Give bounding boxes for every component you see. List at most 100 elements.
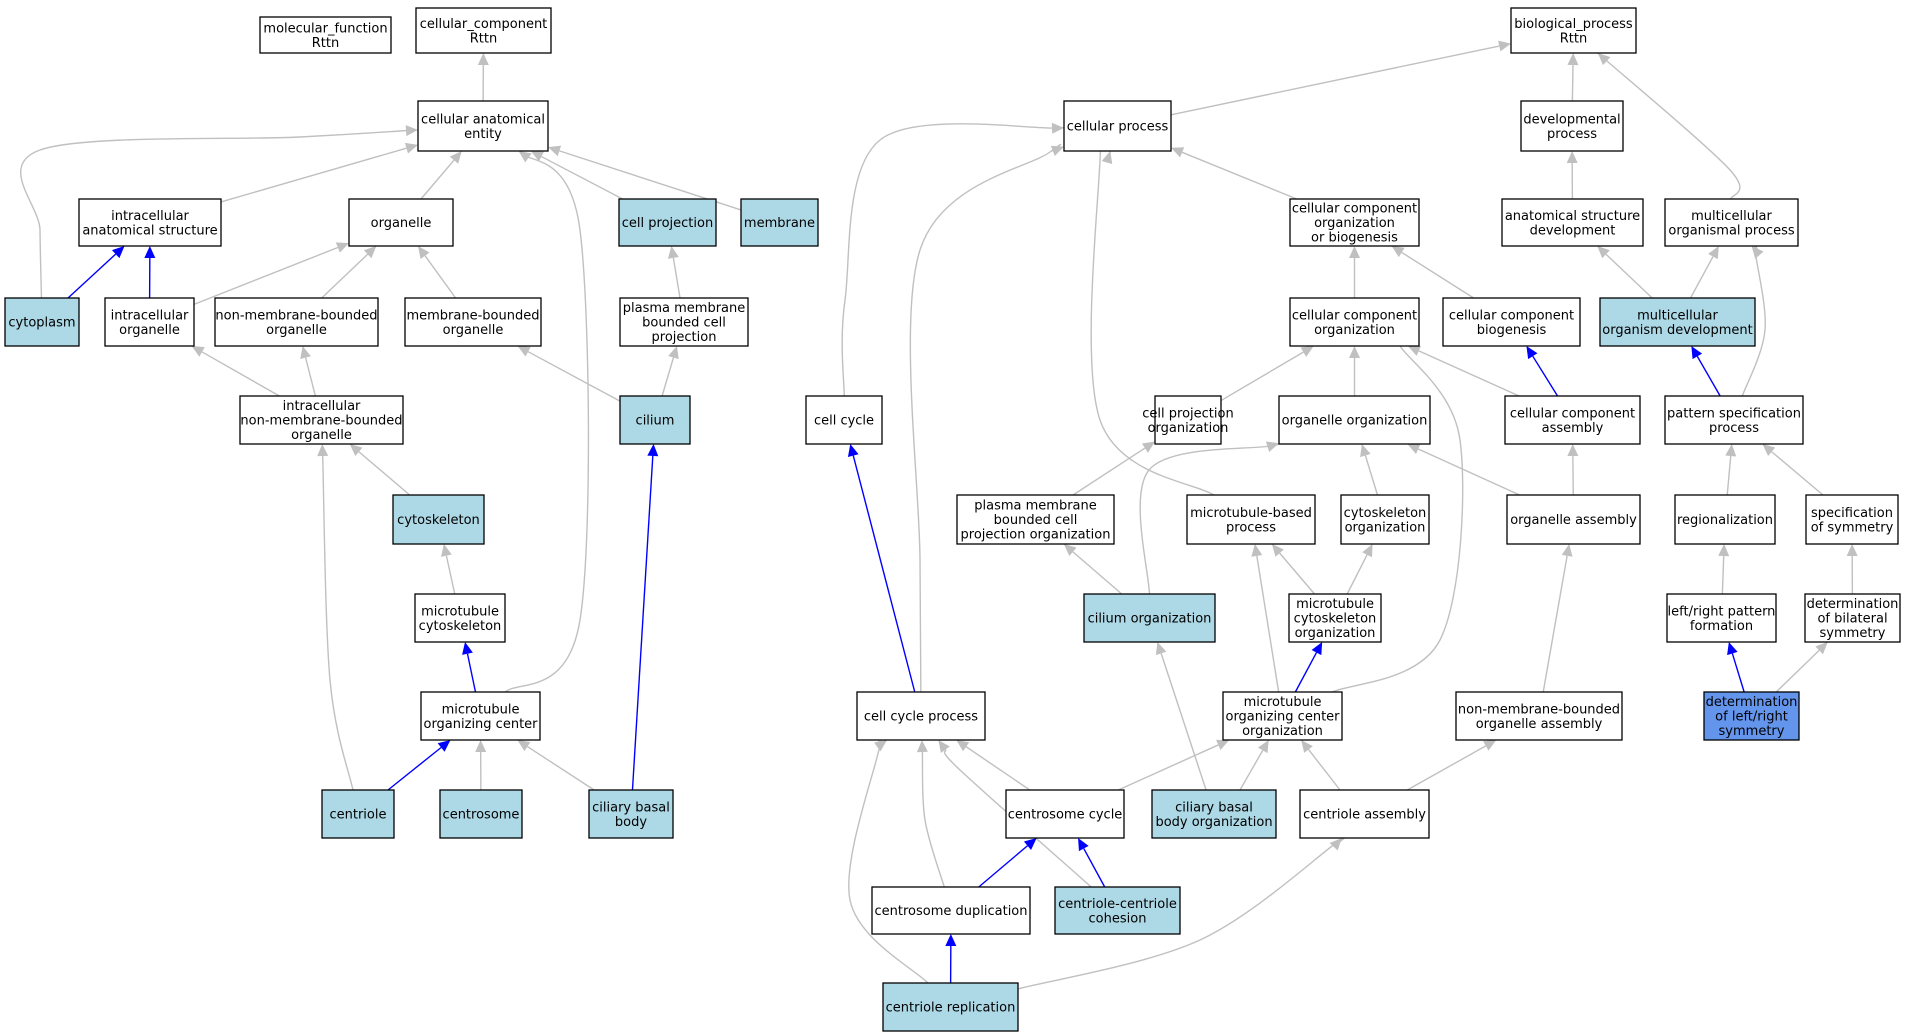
node-box [1289,297,1420,347]
edge-part-of-centriole-to-mtoc [387,740,451,791]
edge-line [466,653,477,693]
node-orgorg[interactable]: organelle organization [1278,395,1431,445]
edge-is-a-mtoc-to-cae [504,147,590,693]
edge-is-a-cilium-to-mbo [517,346,621,402]
node-box [415,7,552,54]
node-cytoplasm[interactable]: cytoplasm [4,297,80,347]
node-ciliumorg[interactable]: cilium organization [1083,593,1216,643]
edge-is-a-nmbo-to-organelle [321,246,377,299]
node-centasm[interactable]: centriole assembly [1299,789,1430,839]
edge-is-a-orgasm-to-cca [1567,444,1579,496]
edge-line [1294,652,1318,693]
node-ccp[interactable]: cell cycle process [856,691,986,741]
edge-is-a-asd-to-devproc [1566,151,1578,200]
node-box [1501,198,1644,247]
node-cellcycle[interactable]: cell cycle [805,395,883,445]
edge-arrowhead [874,740,888,752]
edge-is-a-ccob-to-cellproc [1171,147,1298,200]
edge-part-of-mtocorg-to-mtcytoorg [1294,642,1323,693]
node-label-line: centriole-centriole [1058,897,1177,912]
node-cilium[interactable]: cilium [619,395,691,445]
node-label-line: anatomical structure [1505,209,1640,224]
node-label-line: organelle [371,216,432,231]
edge-arrowhead [517,740,531,752]
edge-arrowhead [1349,346,1360,358]
node-cellproc[interactable]: cellular process [1063,100,1172,152]
node-centriole[interactable]: centriole [321,789,395,839]
edge-line [1571,64,1574,102]
node-regional[interactable]: regionalization [1674,494,1776,545]
edge-part-of-cbb-to-cilium [631,444,659,791]
node-centrosome[interactable]: centrosome [439,789,523,839]
node-centrep[interactable]: centriole replication [882,982,1019,1032]
edge-is-a-cellproc-to-bp [1170,40,1511,116]
node-membrane[interactable]: membrane [740,198,819,247]
node-inmbo[interactable]: intracellularnon-membrane-boundedorganel… [239,395,404,445]
edge-line [1256,555,1280,693]
node-cytoskeleton[interactable]: cytoskeleton [392,494,485,545]
node-organelle[interactable]: organelle [348,198,454,247]
edge-arrowhead [1301,740,1313,753]
node-label-line: plasma membrane [974,499,1097,514]
node-box [1510,7,1637,54]
node-label-line: cellular component [1292,202,1417,217]
edge-line [672,257,681,299]
edge-arrowhead [1101,151,1113,165]
edge-arrowhead [647,444,659,457]
node-box [1154,395,1222,445]
node-orgasm[interactable]: organelle assembly [1506,494,1641,545]
edge-is-a-ciliumorg-to-orgorg [1139,441,1279,595]
node-box [214,297,379,347]
edge-arrowhead [1725,444,1737,457]
node-label-line: cellular_component [420,17,548,32]
node-centcycle[interactable]: centrosome cycle [1005,789,1125,839]
edge-is-a-centdup-to-ccp [916,740,945,888]
edge-is-a-specsym-to-psp [1762,444,1824,496]
edge-line [1696,356,1721,397]
node-box [1222,691,1343,741]
node-centdup[interactable]: centrosome duplication [871,886,1031,935]
node-label-line: non-membrane-bounded [215,308,377,323]
node-box [1151,789,1277,839]
edge-is-a-cco-to-ccob [1349,246,1360,298]
node-label-line: organization [1242,724,1323,739]
node-label-line: intracellular [283,399,361,414]
node-cellproj[interactable]: cell projection [618,198,717,247]
node-box [414,593,506,643]
node-label-line: cellular component [1510,406,1635,421]
